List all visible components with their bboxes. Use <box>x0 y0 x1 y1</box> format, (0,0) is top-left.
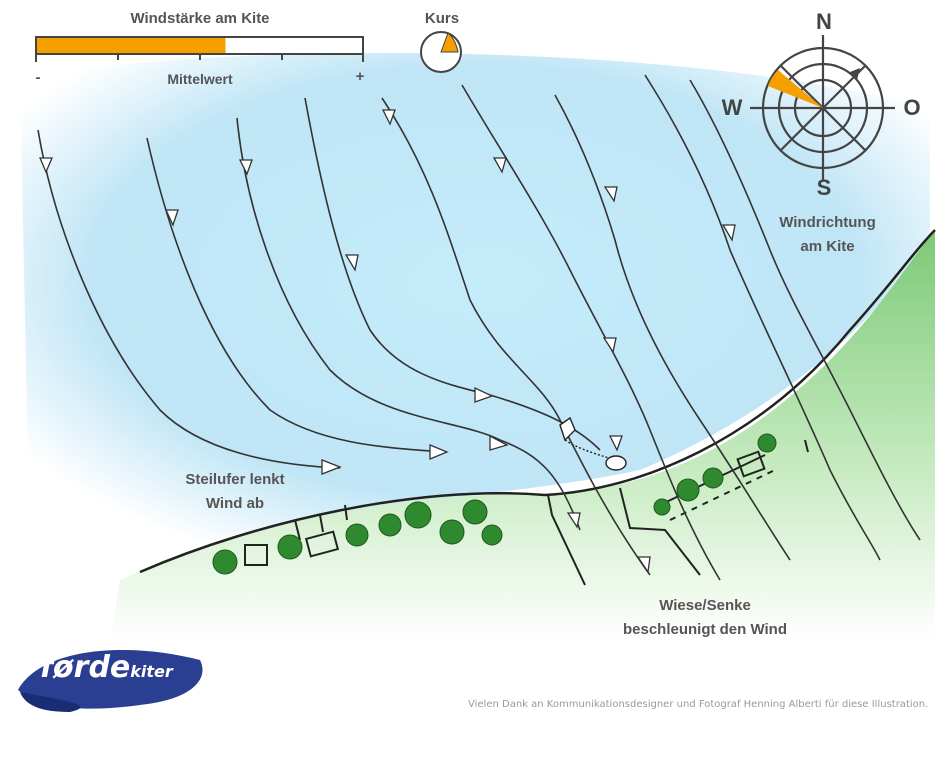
arrowhead <box>566 512 581 529</box>
arrowhead <box>474 386 494 403</box>
wind-strength-bar <box>35 36 364 62</box>
wind-strength-minus: - <box>35 69 41 86</box>
arrowhead <box>492 157 507 174</box>
compass-caption-line1: Windrichtung <box>779 214 876 231</box>
streamline <box>554 94 791 561</box>
compass-south: S <box>816 175 832 200</box>
credit-text: Vielen Dank an Kommunikationsdesigner un… <box>468 699 929 710</box>
streamline <box>644 74 881 561</box>
arrowhead <box>39 157 53 174</box>
shoreline <box>139 229 936 574</box>
wind-streamlines <box>37 74 921 581</box>
streamline <box>146 137 446 453</box>
compass-west: W <box>721 95 743 120</box>
compass-rose <box>750 35 895 180</box>
foerdekiter-logo <box>18 650 203 712</box>
arrowhead <box>602 337 617 354</box>
arrowhead <box>721 224 736 242</box>
meadow-label-line1: Wiese/Senke <box>659 597 751 614</box>
wind-direction-wedge <box>768 70 823 108</box>
wind-strength-fill <box>37 38 226 53</box>
steep-shore-label-line1: Steilufer lenkt <box>185 471 285 488</box>
meadow-label-line2: beschleunigt den Wind <box>622 621 788 638</box>
arrowhead <box>321 459 342 475</box>
wind-arrowheads <box>39 109 736 574</box>
wind-strength-title: Windstärke am Kite <box>130 10 270 27</box>
logo-main: førde <box>40 650 131 685</box>
arrowhead <box>636 556 651 574</box>
course-wedge <box>440 32 459 53</box>
streamline <box>37 129 341 469</box>
streamline <box>381 97 651 576</box>
arrowhead <box>381 109 396 126</box>
arrowhead <box>429 444 449 460</box>
compass-east: O <box>903 95 921 120</box>
steep-shore-label-line2: Wind ab <box>205 495 265 512</box>
arrowhead <box>238 159 253 176</box>
kite-icon <box>559 416 627 471</box>
grass-tuft <box>804 439 809 453</box>
course-indicator <box>420 31 462 73</box>
arrowhead <box>608 435 623 452</box>
wind-strength-plus: + <box>355 68 365 85</box>
compass-caption-line2: am Kite <box>800 238 855 255</box>
wind-strength-mean-label: Mittelwert <box>167 71 233 87</box>
streamline <box>304 97 601 451</box>
logo-suffix: kiter <box>130 662 173 681</box>
arrowhead <box>344 254 359 272</box>
trees <box>212 433 777 575</box>
compass-arrowheads <box>850 68 860 80</box>
course-title: Kurs <box>424 10 460 27</box>
arrowhead <box>164 209 179 227</box>
arrowhead <box>603 186 618 203</box>
streamline <box>689 79 921 541</box>
land-area <box>110 230 935 640</box>
logo-wordmark: førdekiter <box>40 650 173 685</box>
streamline <box>236 117 581 531</box>
compass-north: N <box>816 9 832 34</box>
arrowhead <box>489 434 509 451</box>
